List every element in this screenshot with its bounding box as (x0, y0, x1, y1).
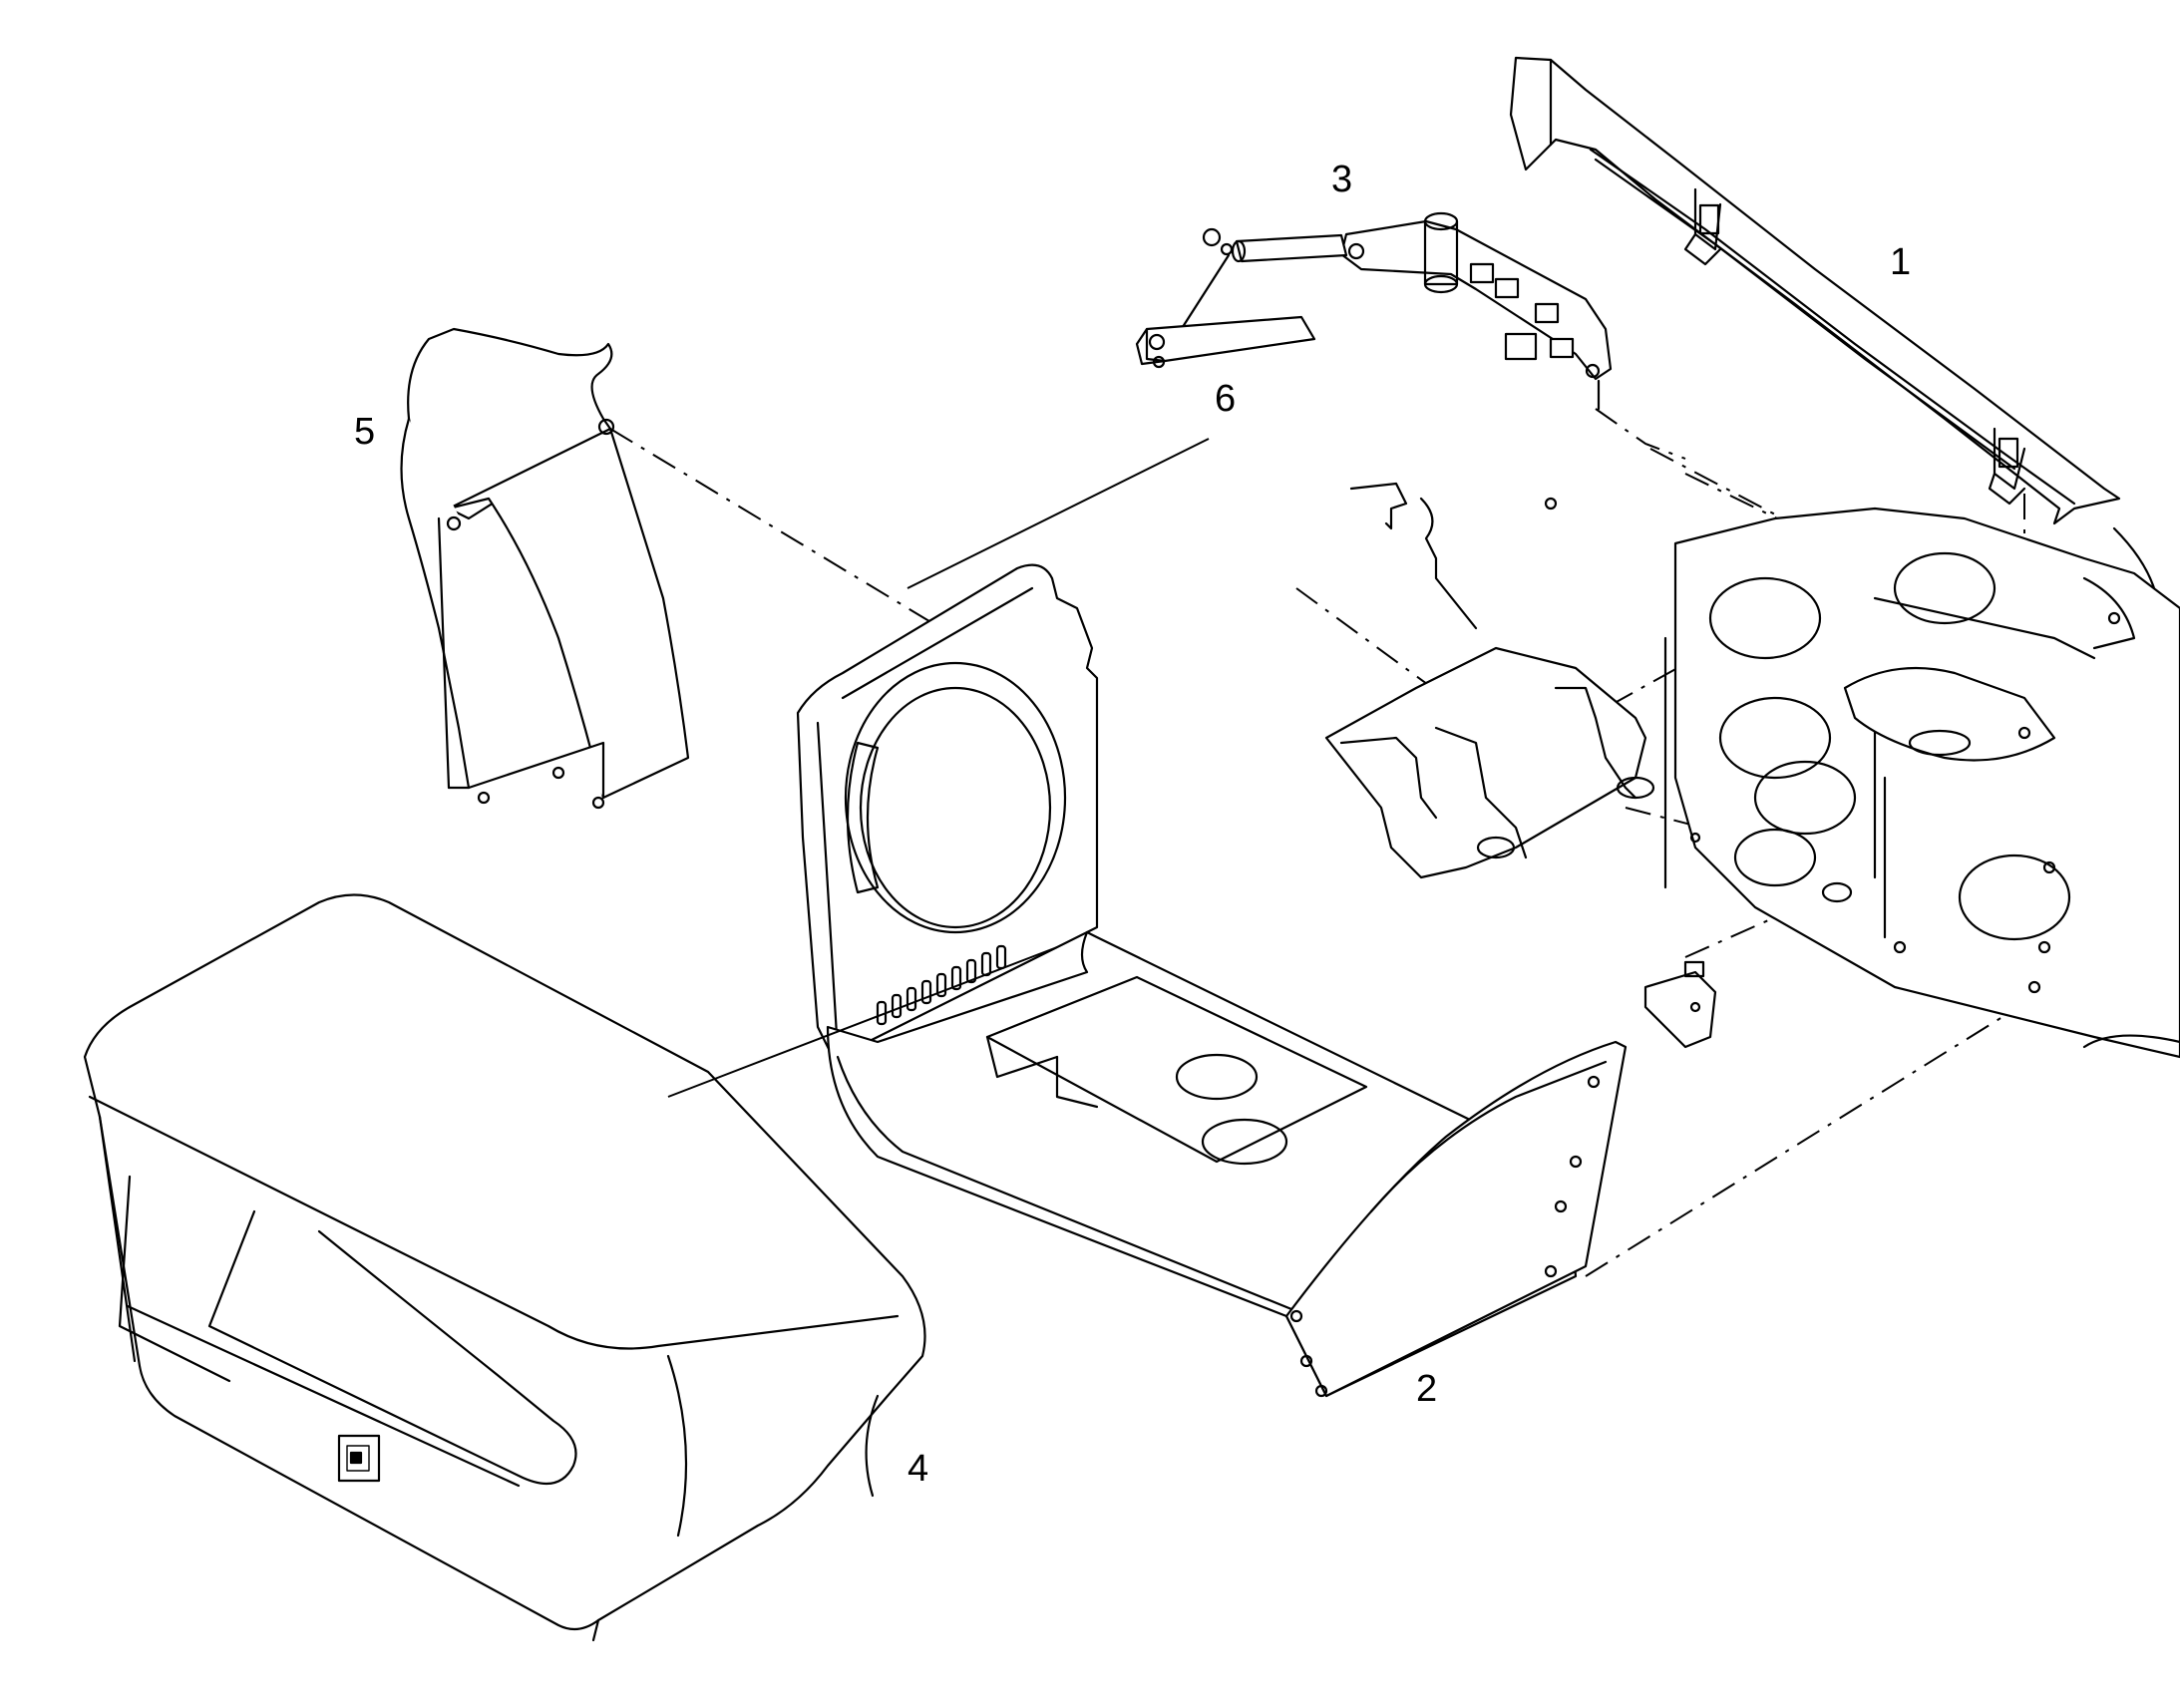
chassis-frame (1324, 482, 2180, 1059)
part-5-side-cover (400, 327, 690, 810)
callout-3: 3 (1331, 159, 1352, 200)
part-2-base-tub (796, 563, 1628, 1398)
callout-5: 5 (354, 411, 375, 453)
callout-6: 6 (1215, 378, 1236, 420)
part-4-hood-cover (83, 893, 926, 1642)
part-3-bracket-board (1339, 211, 1613, 411)
callout-4: 4 (908, 1448, 928, 1490)
callout-2: 2 (1416, 1368, 1437, 1410)
callout-1: 1 (1890, 241, 1911, 283)
part-6-strut-and-clip (1135, 227, 1348, 369)
leader-lines (667, 438, 1210, 1098)
part-1-top-rail (1509, 56, 2121, 525)
